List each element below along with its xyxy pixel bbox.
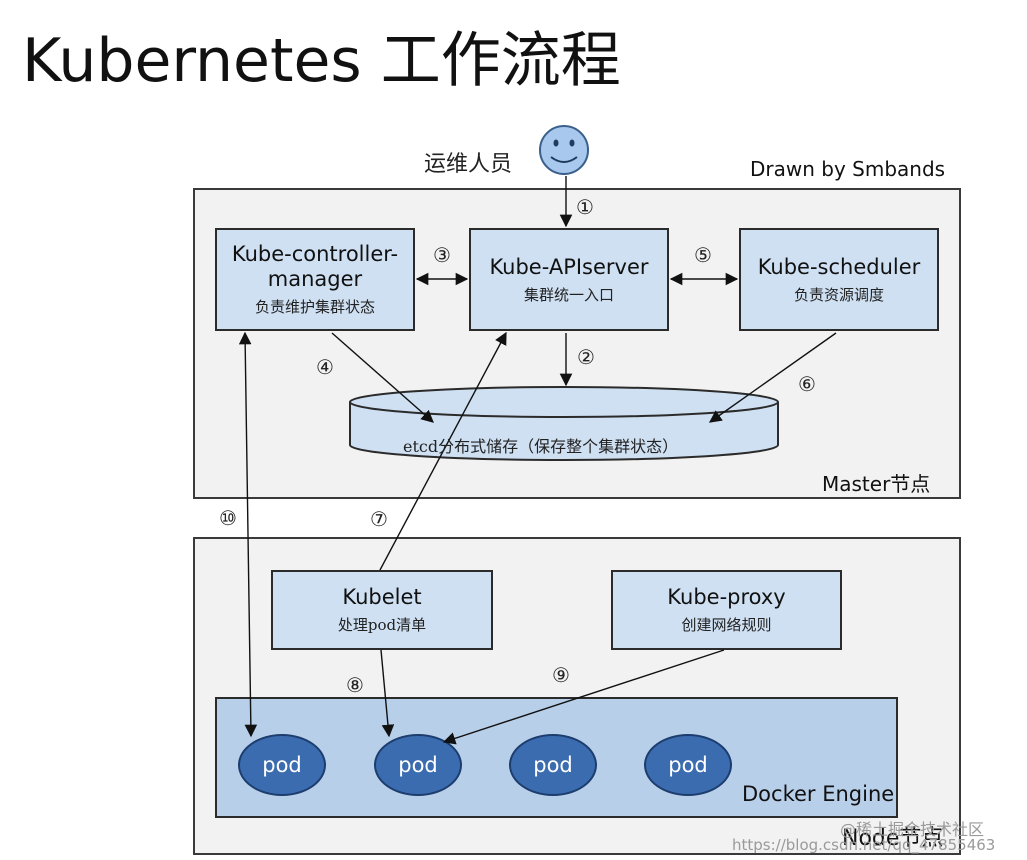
step-4-label: ④: [316, 355, 334, 379]
step-10-label: ⑩: [219, 506, 237, 530]
docker-engine-area: [215, 697, 898, 818]
apiserver-name: Kube-APIserver: [489, 254, 649, 279]
author-credit: Drawn by Smbands: [750, 157, 946, 181]
kubelet-box: Kubelet 处理pod清单: [271, 570, 493, 650]
step-5-label: ⑤: [694, 243, 712, 267]
arrow-7: [379, 331, 507, 571]
pod-1: pod: [238, 734, 326, 796]
step-2-label: ②: [577, 345, 595, 369]
step-8-label: ⑧: [346, 673, 364, 697]
watermark-community: @稀土掘金技术社区: [840, 820, 985, 839]
kube-proxy-name: Kube-proxy: [667, 585, 786, 609]
pod-3: pod: [509, 734, 597, 796]
scheduler-desc: 负责资源调度: [793, 285, 884, 304]
step-9-label: ⑨: [552, 663, 570, 687]
worker-node-label: Node节点: [842, 826, 944, 851]
step-6-label: ⑥: [798, 372, 816, 396]
step-1-label: ①: [576, 195, 594, 219]
pod-4: pod: [644, 734, 732, 796]
kube-controller-manager-box: Kube-controller- manager 负责维护集群状态: [215, 228, 415, 331]
operator-label: 运维人员: [424, 152, 513, 177]
operator-smiley-icon: [539, 125, 589, 175]
controller-manager-name-line1: Kube-controller-: [231, 242, 399, 266]
etcd-storage-cylinder: [349, 386, 779, 461]
kubelet-name: Kubelet: [342, 585, 422, 609]
kube-proxy-box: Kube-proxy 创建网络规则: [611, 570, 842, 650]
docker-engine-label: Docker Engine: [742, 782, 895, 806]
page-title: Kubernetes 工作流程: [22, 26, 621, 96]
watermark-url: https://blog.csdn.net/qq_47855463: [732, 836, 996, 854]
master-node-label: Master节点: [822, 472, 931, 496]
apiserver-desc: 集群统一入口: [523, 285, 614, 304]
kube-proxy-desc: 创建网络规则: [681, 616, 772, 634]
etcd-label: etcd分布式储存（保存整个集群状态）: [403, 437, 679, 456]
kube-scheduler-box: Kube-scheduler 负责资源调度: [739, 228, 939, 331]
arrow-9: [442, 649, 725, 745]
kube-apiserver-box: Kube-APIserver 集群统一入口: [469, 228, 669, 331]
controller-manager-desc: 负责维护集群状态: [254, 298, 375, 316]
arrow-8: [380, 649, 395, 738]
arrow-10: [238, 331, 258, 738]
arrow-6: [708, 332, 837, 423]
step-3-label: ③: [433, 243, 451, 267]
controller-manager-name-line2: manager: [267, 267, 363, 291]
arrow-4: [331, 332, 434, 423]
step-7-label: ⑦: [370, 507, 388, 531]
scheduler-name: Kube-scheduler: [757, 254, 921, 279]
kubelet-desc: 处理pod清单: [337, 616, 427, 634]
pod-2: pod: [374, 734, 462, 796]
